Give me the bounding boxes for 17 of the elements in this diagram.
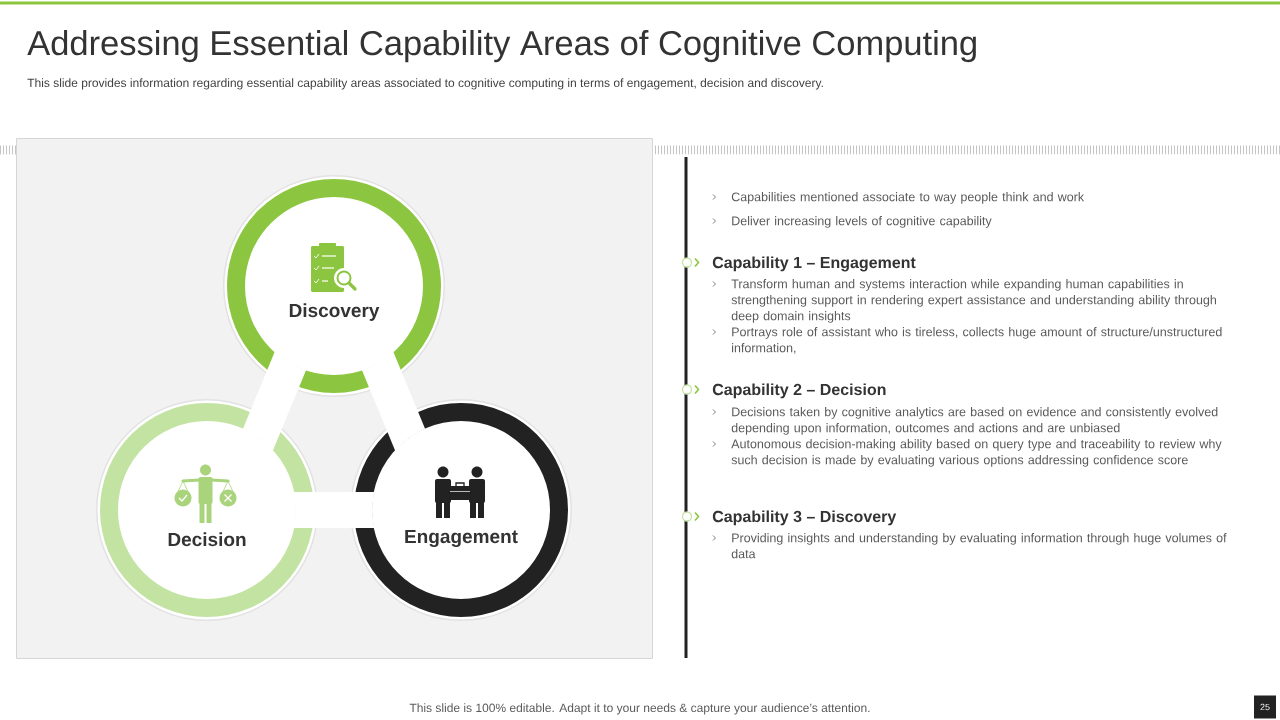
connector-band	[293, 492, 375, 528]
page-number-badge: 25	[1254, 695, 1276, 719]
connector-band	[361, 351, 426, 451]
bullet-text: Transform human and systems interaction while expanding human capabilities in strengthening support in rendering expert assistance and understanding ability through deep domain insights	[731, 279, 1216, 323]
section-heading: Capability 1 – Engagement	[712, 256, 916, 272]
bullet-text: Decisions taken by cognitive analytics are based on evidence and consistently evolved depending upon information, outcomes and actions and are unbiased	[731, 407, 1218, 435]
section-heading: Capability 3 – Discovery	[712, 510, 897, 526]
subtitle: This slide provides information regarding essential capability areas associated to cognitive computing in terms of engagement, decision and discovery.	[27, 78, 823, 90]
title: Addressing Essential Capability Areas of Cognitive Computing	[27, 30, 976, 63]
footer-note: This slide is 100% editable. Adapt it to your needs & capture your audience’s attention.	[409, 703, 870, 715]
connector-band	[242, 351, 307, 451]
section-heading: Capability 2 – Decision	[712, 383, 886, 399]
bullet-text: Autonomous decision-making ability based on query type and traceability to review why such decision is made by evaluating various options addressing confidence score	[731, 439, 1222, 467]
bullet-text: Deliver increasing levels of cognitive capability	[732, 216, 992, 228]
bullet-text: Providing insights and understanding by evaluating information through huge volumes of data	[731, 533, 1227, 559]
bullet-text: Portrays role of assistant who is tireless, collects huge amount of structure/unstructured information,	[732, 327, 1222, 354]
bullet-text: Capabilities mentioned associate to way people think and work	[731, 192, 1085, 204]
